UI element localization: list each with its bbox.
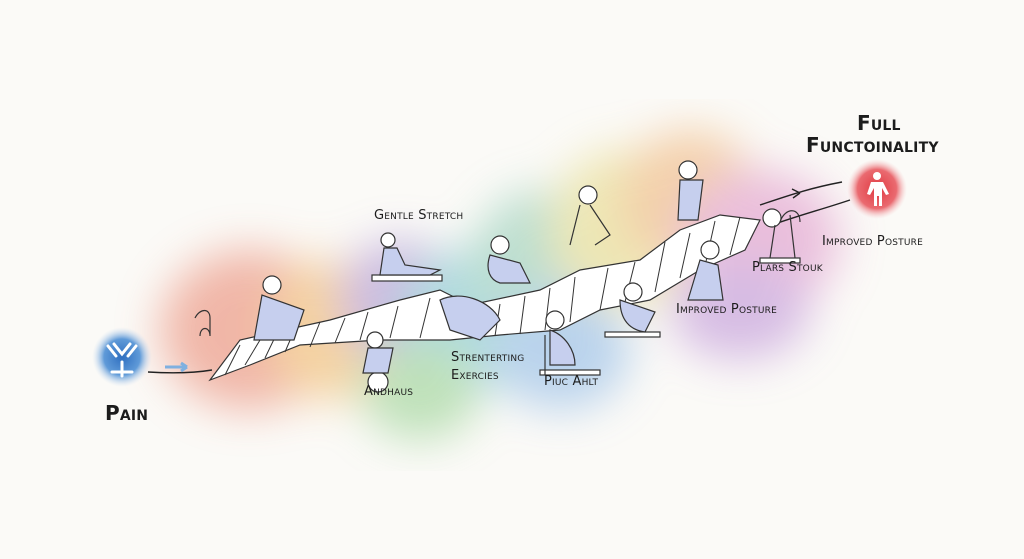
goal-label-line1: Full — [857, 111, 901, 135]
step-label-improved-posture-1: Improved Posture — [676, 302, 777, 317]
step-label-gentle-stretch: Gentle Stretch — [374, 208, 464, 223]
pain-icon — [92, 327, 152, 387]
step-label-plars-stouk: Plars Stouk — [752, 260, 823, 275]
step-label-strenterting-line2: Exercies — [451, 368, 499, 383]
step-label-strenterting-line1: Strenterting — [451, 350, 525, 365]
step-label-andhaus: Andhaus — [364, 384, 414, 399]
staircase — [208, 214, 761, 382]
step-label-improved-posture-2: Improved Posture — [822, 234, 923, 249]
person-icon — [867, 172, 889, 206]
watercolor-wash — [160, 130, 840, 440]
step-label-piuc-ahlt: Piuc Ahlt — [544, 374, 599, 389]
goal-label-line2: Functoinality — [806, 133, 939, 157]
pain-label: Pain — [105, 401, 149, 425]
exercise-figures — [194, 160, 801, 393]
